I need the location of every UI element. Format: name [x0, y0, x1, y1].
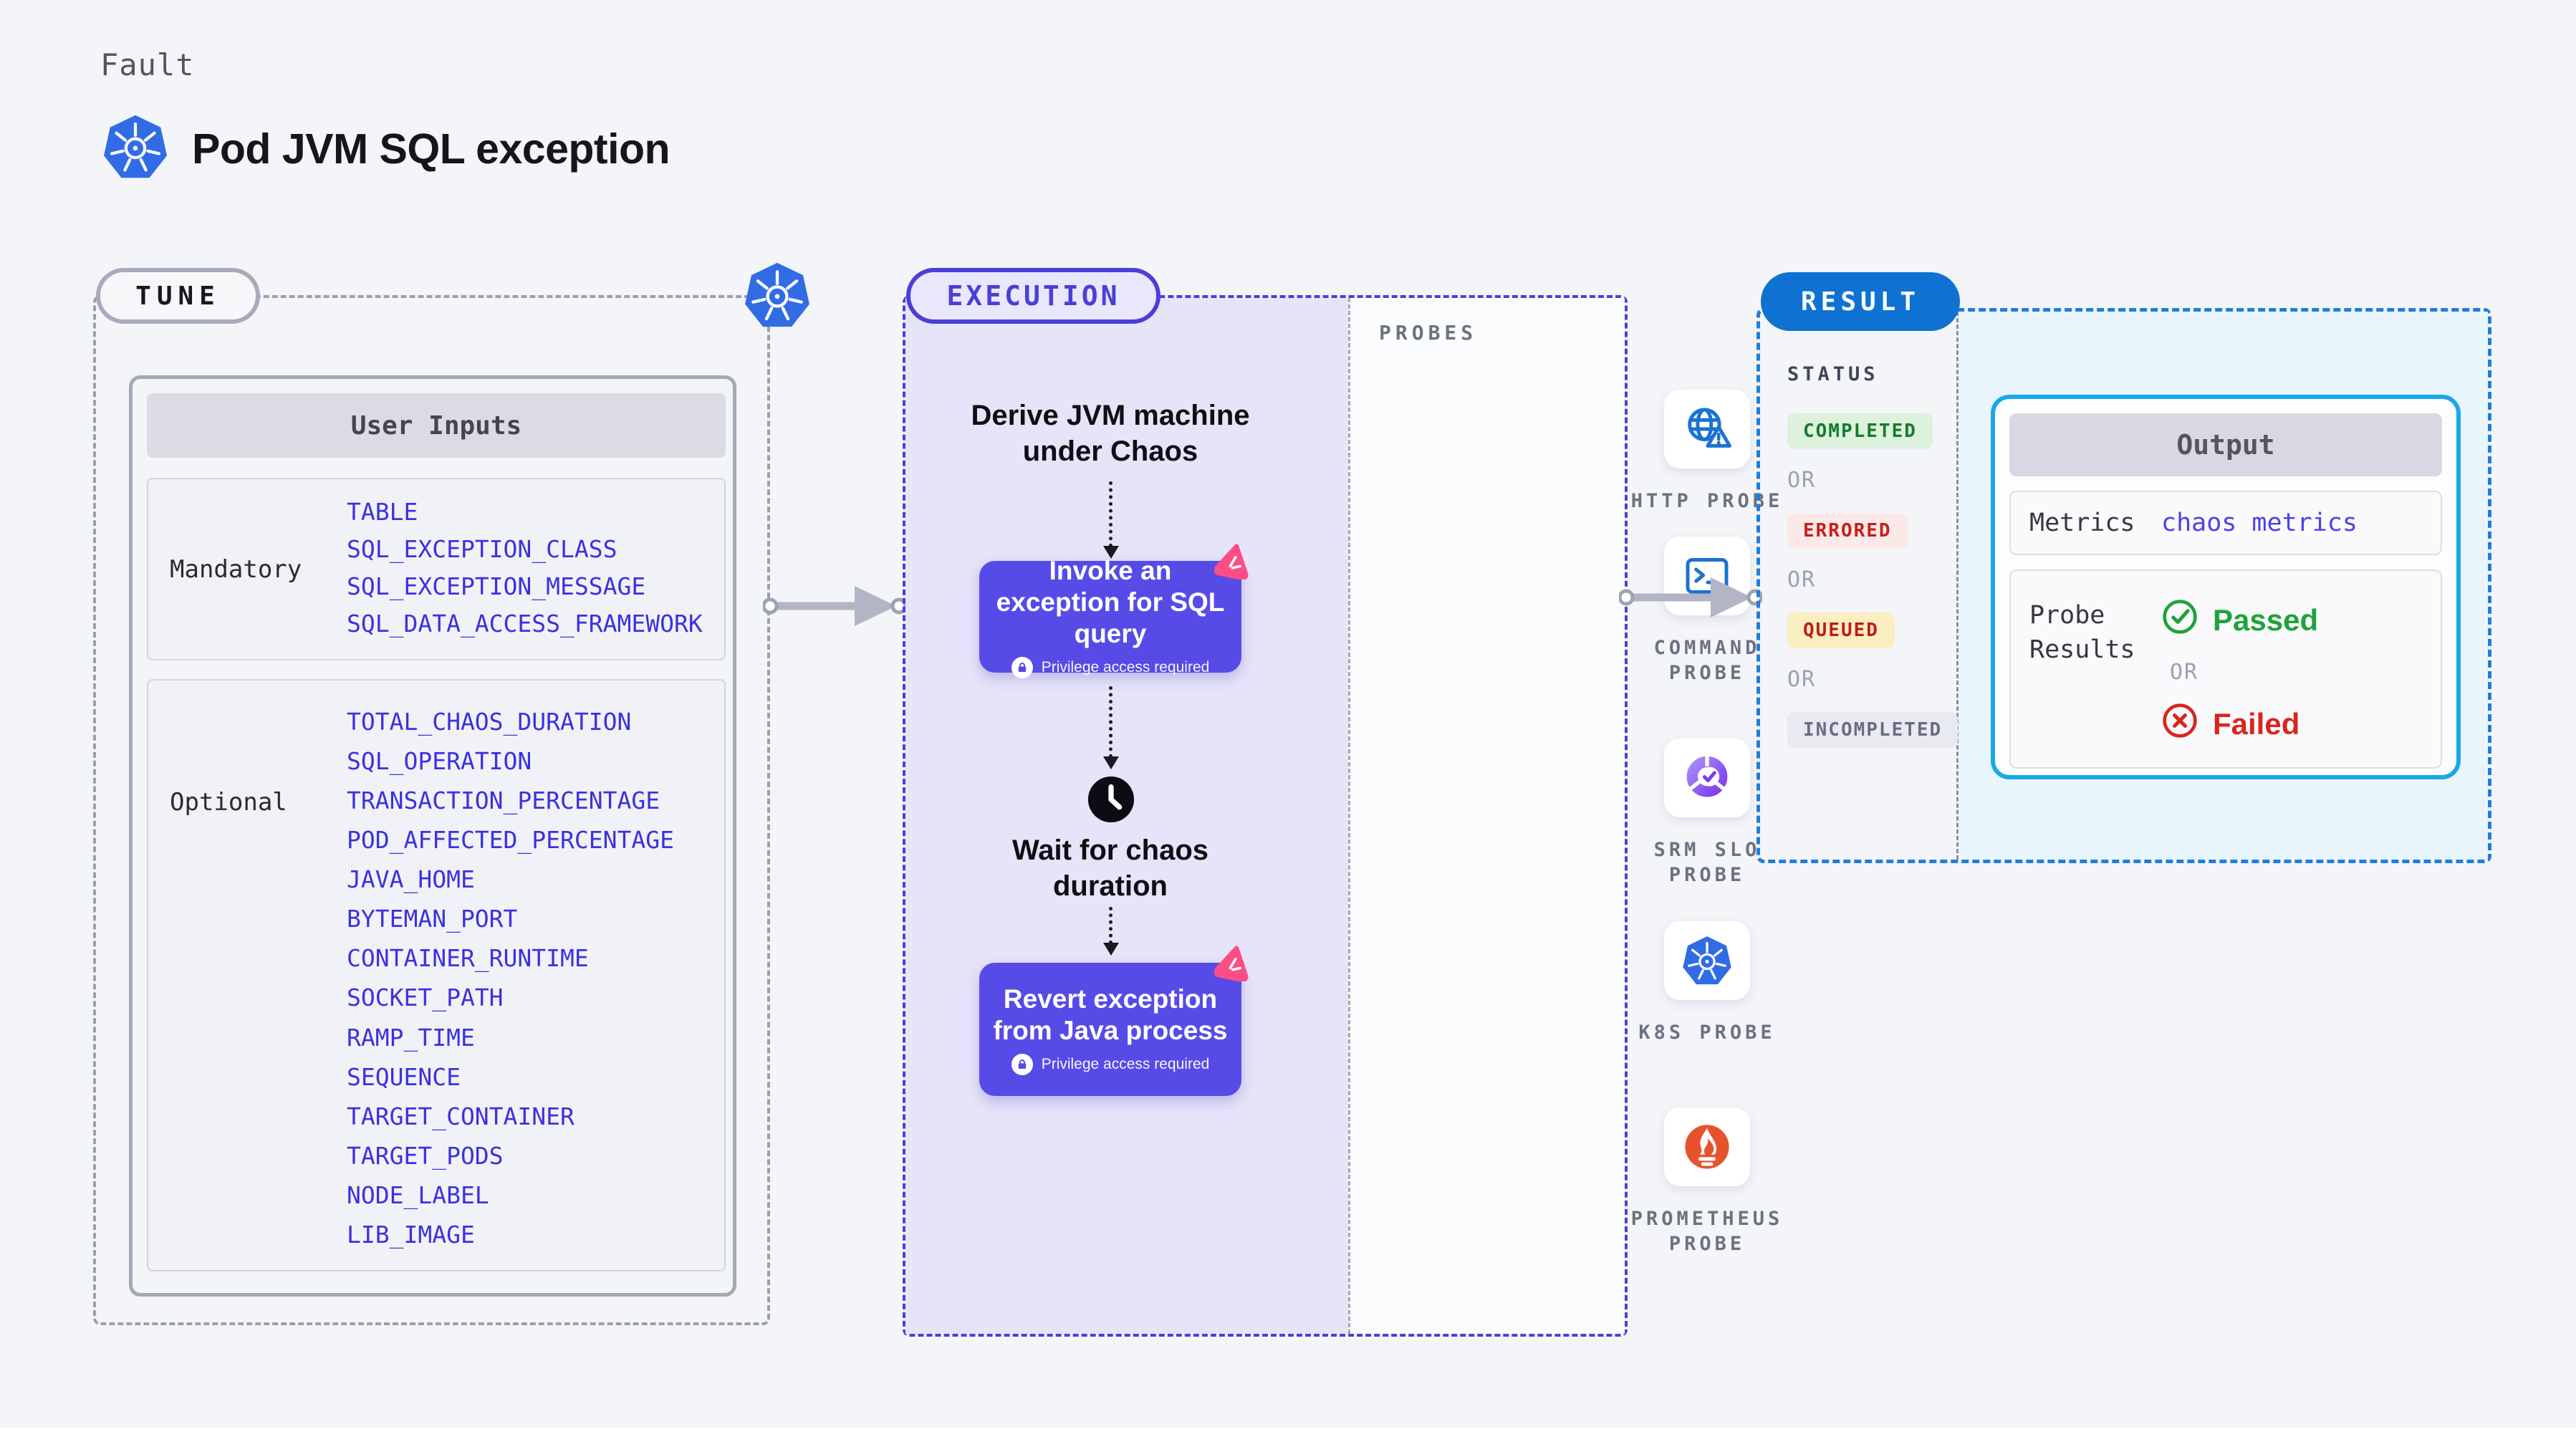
result-output-panel: Output Metrics chaos metrics Probe Resul… — [1959, 312, 2488, 860]
mandatory-params-list: TABLE SQL_EXCEPTION_CLASS SQL_EXCEPTION_ME… — [347, 498, 710, 638]
probe-label: SRM SLO PROBE — [1653, 839, 1761, 886]
probe-label: K8S PROBE — [1638, 1021, 1776, 1044]
globe-alert-icon — [1664, 390, 1750, 468]
page-header: Pod JVM SQL exception — [102, 113, 671, 184]
param-item: SQL_EXCEPTION_MESSAGE — [347, 572, 646, 600]
litmus-chaos-icon — [1213, 943, 1253, 985]
prometheus-flame-icon — [1664, 1107, 1750, 1186]
clock-icon — [1087, 775, 1135, 827]
passed-label: Passed — [2213, 603, 2319, 637]
param-item: SEQUENCE — [347, 1062, 461, 1091]
optional-params-row: Optional TOTAL_CHAOS_DURATION SQL_OPERATI… — [147, 679, 726, 1271]
user-inputs-table: User Inputs Mandatory TABLE SQL_EXCEPTION… — [129, 375, 736, 1297]
kubernetes-icon — [1664, 921, 1750, 1000]
x-circle-icon — [2161, 702, 2198, 746]
param-item: SOCKET_PATH — [347, 984, 504, 1012]
or-label: OR — [2170, 660, 2199, 685]
flow-arrow-down — [1103, 481, 1119, 559]
param-item: TARGET_CONTAINER — [347, 1102, 575, 1130]
user-inputs-header: User Inputs — [147, 393, 726, 458]
privilege-row: Privilege access required — [1011, 1054, 1210, 1075]
metrics-row: Metrics chaos metrics — [2009, 491, 2442, 555]
probe-item: PROMETHEUS PROBE — [1621, 1107, 1793, 1256]
optional-params-list: TOTAL_CHAOS_DURATION SQL_OPERATION TRANSAC… — [347, 708, 710, 1249]
probe-passed: Passed — [2161, 598, 2318, 643]
flow-arrow-down — [1103, 907, 1119, 956]
wait-step-text: Wait for chaos duration — [1011, 835, 1209, 902]
probe-item: HTTP PROBE — [1621, 390, 1793, 514]
flow-arrow-down — [1103, 686, 1119, 769]
param-item: TABLE — [347, 498, 418, 526]
status-badge: QUEUED — [1787, 612, 1895, 648]
param-item: SQL_DATA_ACCESS_FRAMEWORK — [347, 610, 703, 638]
derive-step-text: Derive JVM machine under Chaos — [971, 400, 1250, 467]
mandatory-label: Mandatory — [170, 555, 302, 584]
probe-label: COMMAND PROBE — [1653, 637, 1761, 684]
param-item: RAMP_TIME — [347, 1023, 475, 1052]
probes-title: PROBES — [1379, 321, 1478, 345]
param-item: TARGET_PODS — [347, 1141, 504, 1170]
status-list: COMPLETED OR ERRORED OR QUEUED OR INCOMPLETED — [1787, 412, 1959, 748]
param-item: SQL_EXCEPTION_CLASS — [347, 535, 617, 563]
metrics-label: Metrics — [2029, 509, 2135, 537]
privilege-row: Privilege access required — [1011, 657, 1210, 678]
mandatory-params-row: Mandatory TABLE SQL_EXCEPTION_CLASS SQL_EX… — [147, 478, 726, 660]
or-label: OR — [1787, 468, 1817, 493]
failed-label: Failed — [2213, 707, 2300, 741]
litmus-chaos-icon — [1213, 541, 1253, 583]
probe-results-label: Probe Results — [2029, 601, 2135, 664]
optional-label: Optional — [170, 788, 287, 817]
param-item: NODE_LABEL — [347, 1181, 489, 1209]
metrics-value: chaos metrics — [2161, 509, 2358, 537]
param-item: TRANSACTION_PERCENTAGE — [347, 787, 660, 815]
execution-to-result-arrow — [1619, 577, 1762, 617]
lock-icon — [1011, 657, 1033, 678]
param-item: CONTAINER_RUNTIME — [347, 944, 589, 973]
slo-donut-icon — [1664, 739, 1750, 817]
param-item: POD_AFFECTED_PERCENTAGE — [347, 826, 674, 855]
param-item: SQL_OPERATION — [347, 747, 532, 776]
probe-failed: Failed — [2161, 702, 2318, 746]
tune-section — [93, 295, 770, 1325]
probe-label: HTTP PROBE — [1630, 490, 1784, 512]
invoke-node-title: Invoke an exception for SQL query — [996, 556, 1225, 648]
probe-results-row: Probe Results Passed OR Failed — [2009, 569, 2442, 769]
page-title: Pod JVM SQL exception — [192, 125, 671, 173]
probe-item: K8S PROBE — [1621, 921, 1793, 1045]
param-item: LIB_IMAGE — [347, 1220, 475, 1249]
status-column: STATUS COMPLETED OR ERRORED OR QUEUED OR INCOM… — [1760, 312, 1959, 860]
fault-kind-label: Fault — [100, 47, 195, 82]
status-title: STATUS — [1787, 363, 1879, 385]
tune-pill: TUNE — [96, 268, 260, 324]
probes-panel: PROBES HTTP PROBE COMMAND PROBE SRM SLO … — [1348, 298, 1779, 1334]
output-header: Output — [2009, 413, 2442, 476]
status-badge: ERRORED — [1787, 513, 1908, 549]
probe-label: PROMETHEUS PROBE — [1630, 1208, 1784, 1255]
execution-pill: EXECUTION — [906, 268, 1160, 324]
param-item: TOTAL_CHAOS_DURATION — [347, 708, 632, 736]
invoke-exception-node: Invoke an exception for SQL query Privil… — [979, 544, 1249, 678]
privilege-label: Privilege access required — [1041, 659, 1210, 675]
execution-section: PROBES HTTP PROBE COMMAND PROBE SRM SLO … — [903, 295, 1779, 1337]
status-badge: INCOMPLETED — [1787, 712, 1959, 748]
kubernetes-icon — [102, 113, 169, 184]
bottom-strip — [0, 1428, 2576, 1452]
privilege-label: Privilege access required — [1041, 1056, 1210, 1072]
lock-icon — [1011, 1054, 1033, 1075]
kubernetes-icon — [743, 261, 812, 333]
tune-to-execution-arrow — [763, 586, 906, 626]
check-circle-icon — [2161, 598, 2198, 643]
or-label: OR — [1787, 667, 1817, 692]
revert-exception-node: Revert exception from Java process Privi… — [979, 946, 1249, 1096]
probe-item: SRM SLO PROBE — [1621, 739, 1793, 888]
param-item: BYTEMAN_PORT — [347, 905, 518, 933]
status-badge: COMPLETED — [1787, 413, 1933, 449]
result-section: STATUS COMPLETED OR ERRORED OR QUEUED OR INCOM… — [1756, 308, 2491, 863]
output-card: Output Metrics chaos metrics Probe Resul… — [1991, 395, 2461, 779]
or-label: OR — [1787, 567, 1817, 592]
param-item: JAVA_HOME — [347, 865, 475, 894]
revert-node-title: Revert exception from Java process — [993, 984, 1228, 1045]
result-pill: RESULT — [1761, 272, 1960, 331]
